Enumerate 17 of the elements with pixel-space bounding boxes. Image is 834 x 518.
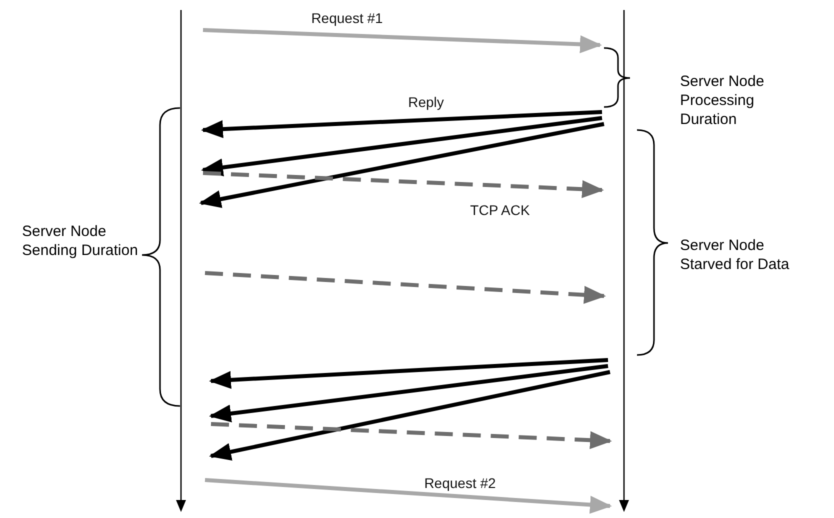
duration-label: Server Node Processing Duration bbox=[680, 72, 766, 129]
lifeline-arrow bbox=[618, 10, 630, 512]
edge-label: TCP ACK bbox=[467, 202, 533, 218]
duration-label: Server Node Starved for Data bbox=[680, 236, 790, 274]
message-arrow bbox=[204, 271, 606, 304]
message-arrow bbox=[201, 110, 602, 138]
message-arrow bbox=[210, 422, 612, 450]
message-arrow bbox=[202, 28, 602, 54]
message-arrow bbox=[199, 122, 604, 208]
message-arrow bbox=[202, 171, 604, 198]
lifeline-arrow bbox=[175, 10, 187, 512]
message-arrow bbox=[209, 370, 610, 461]
message-arrow bbox=[209, 358, 608, 389]
message-arrow bbox=[204, 478, 612, 514]
duration-label: Server Node Sending Duration bbox=[22, 222, 139, 260]
message-arrow bbox=[209, 364, 608, 422]
message-arrow bbox=[201, 116, 602, 176]
